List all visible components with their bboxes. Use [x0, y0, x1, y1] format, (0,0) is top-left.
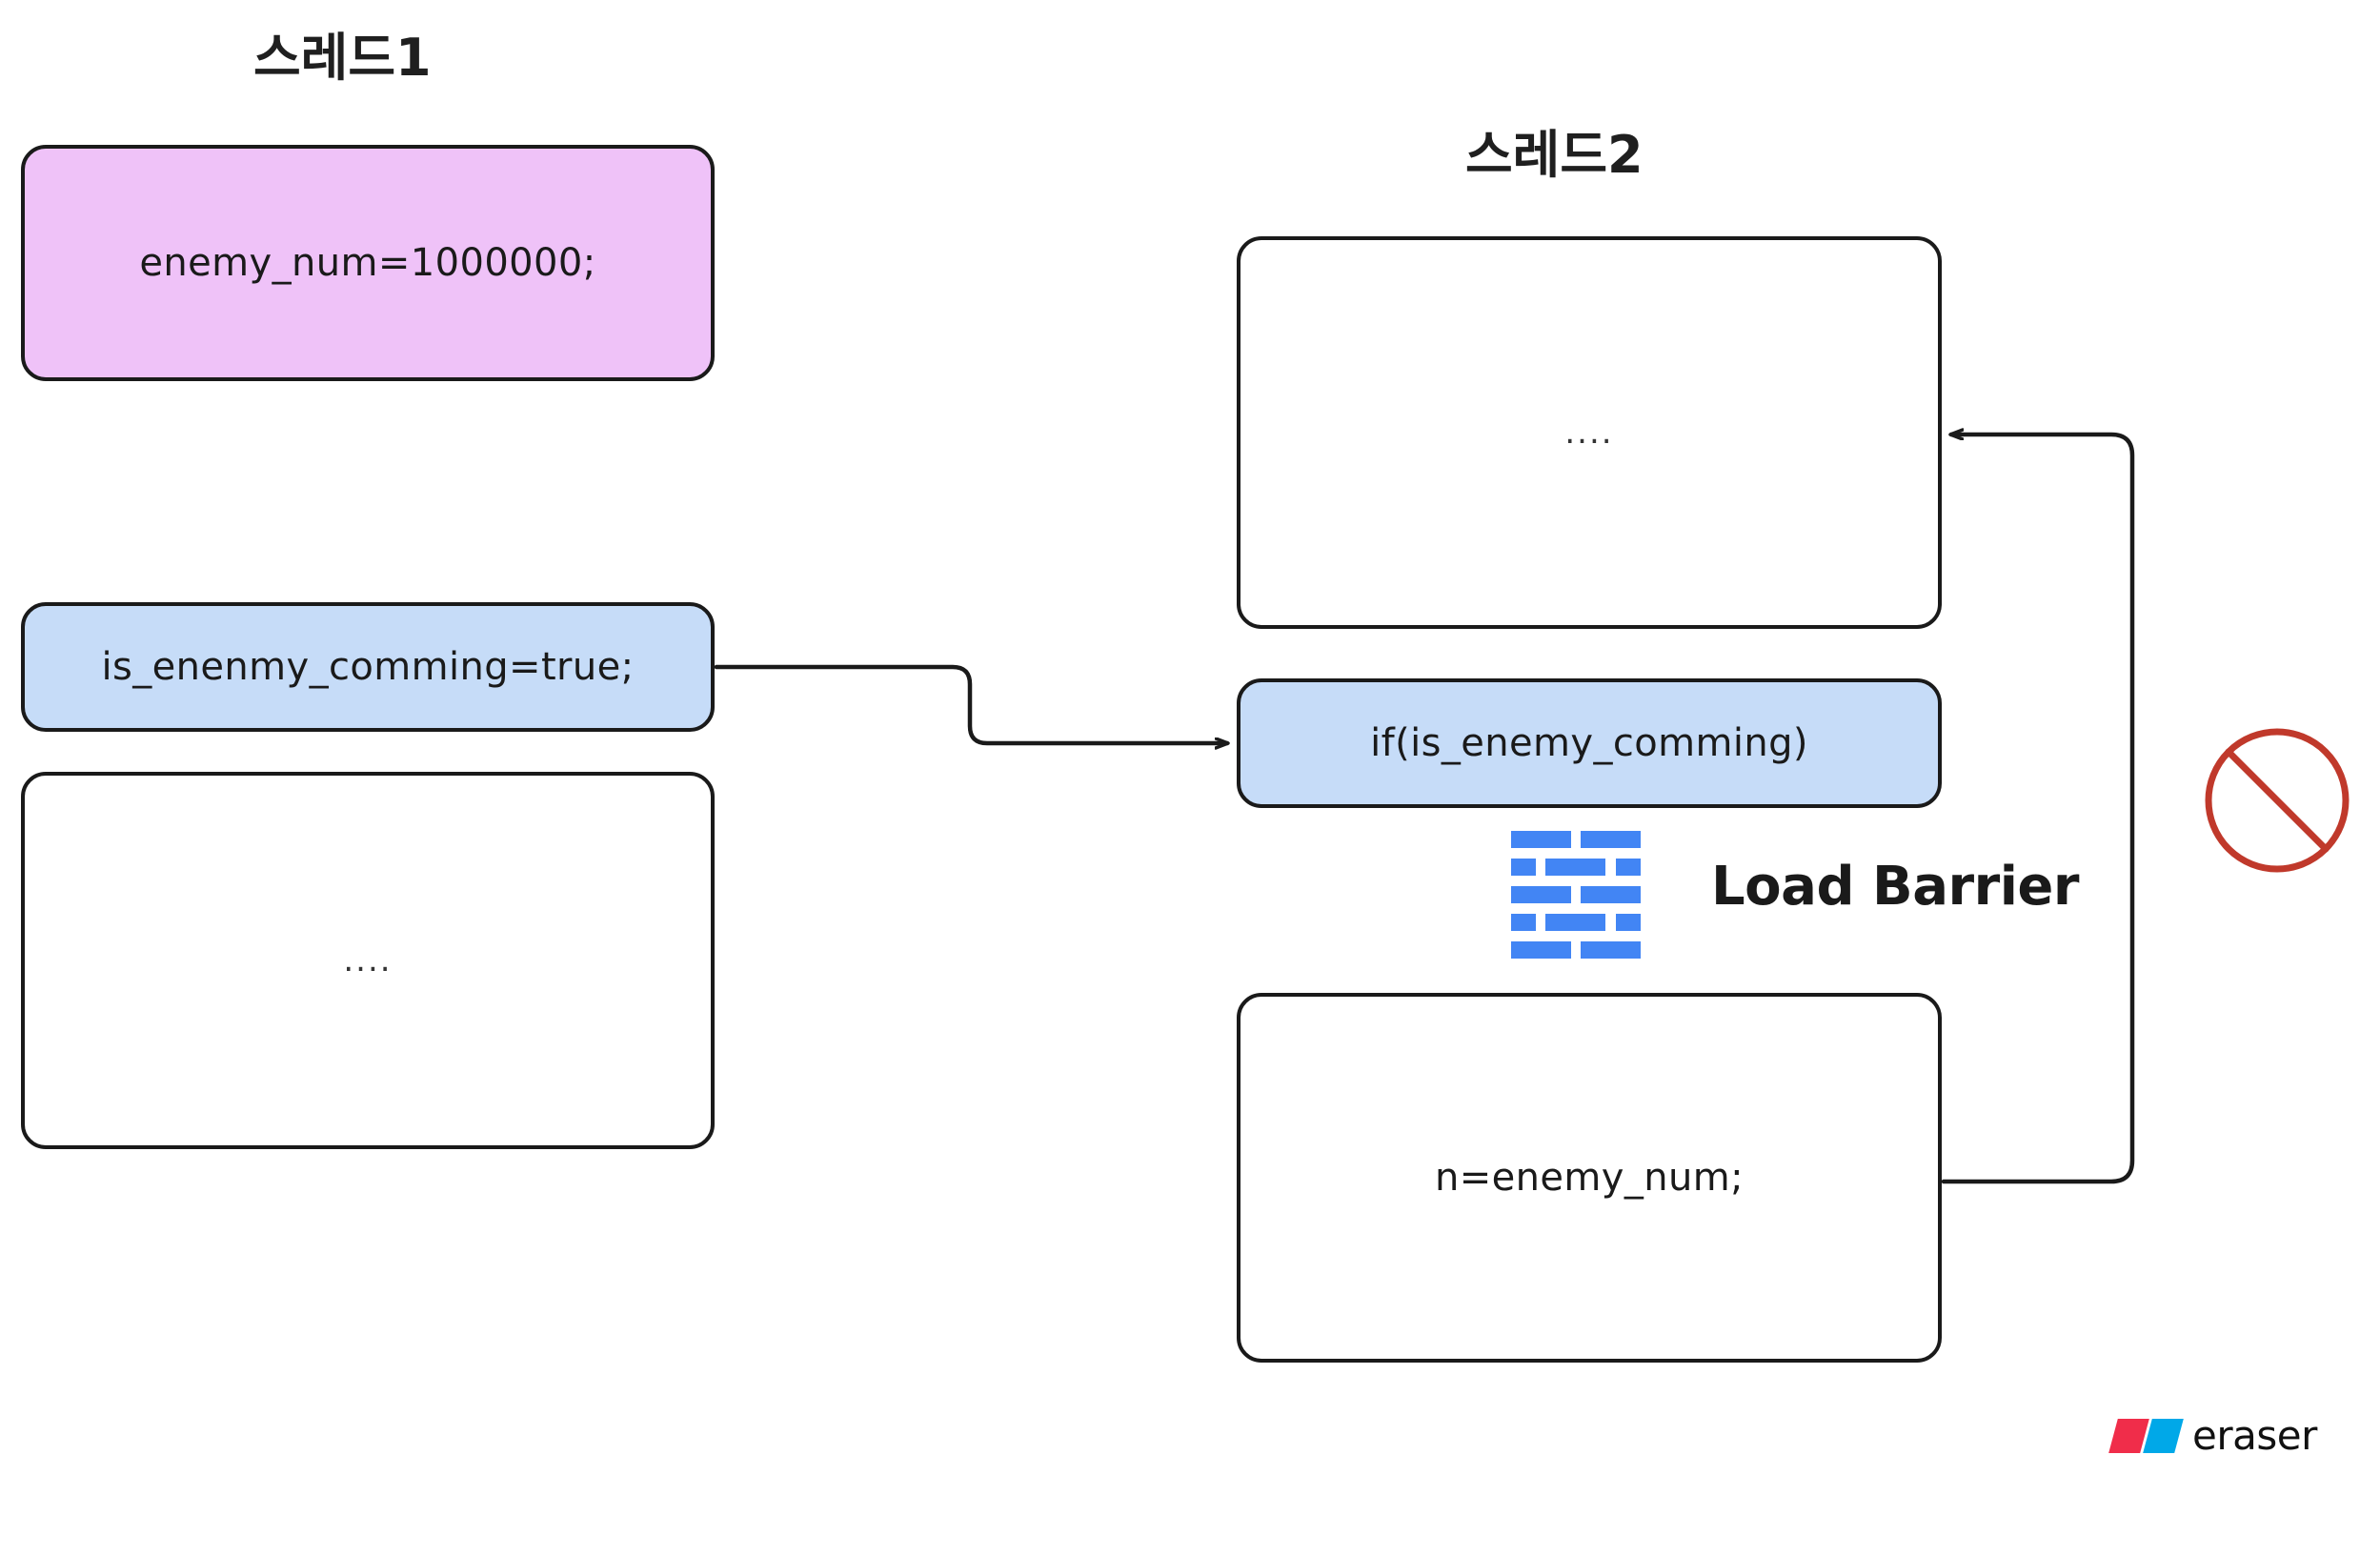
node-if-enemy-comming-label: if(is_enemy_comming) [1370, 721, 1808, 765]
eraser-logo-text: eraser [2192, 1412, 2317, 1459]
node-if-enemy-comming[interactable]: if(is_enemy_comming) [1237, 678, 1942, 808]
prohibition-icon [2205, 728, 2350, 873]
node-enemy-num[interactable]: enemy_num=1000000; [21, 145, 715, 381]
load-barrier-label: Load Barrier [1711, 856, 2080, 918]
node-n-enemy-num-label: n=enemy_num; [1434, 1156, 1745, 1200]
edge-store-to-if [714, 664, 1227, 743]
node-thread2-ellipsis-label: .... [1564, 414, 1614, 452]
node-enemy-num-label: enemy_num=1000000; [139, 241, 596, 285]
eraser-logo-red-mark [2108, 1418, 2149, 1453]
eraser-logo-blue-mark [2143, 1418, 2184, 1453]
node-n-enemy-num[interactable]: n=enemy_num; [1237, 993, 1942, 1363]
edge-load-reorder-loop [1941, 434, 2135, 1184]
brick-wall-icon [1511, 831, 1641, 959]
thread1-title: 스레드1 [253, 28, 432, 88]
node-thread1-ellipsis[interactable]: .... [21, 772, 715, 1149]
node-is-enemy-comming[interactable]: is_enenmy_comming=true; [21, 602, 715, 732]
eraser-watermark: eraser [2108, 1412, 2317, 1459]
node-thread1-ellipsis-label: .... [343, 941, 393, 980]
thread2-title: 스레드2 [1465, 125, 1644, 185]
node-is-enemy-comming-label: is_enenmy_comming=true; [101, 645, 635, 689]
node-thread2-ellipsis[interactable]: .... [1237, 236, 1942, 629]
eraser-logo-icon [2108, 1418, 2184, 1453]
